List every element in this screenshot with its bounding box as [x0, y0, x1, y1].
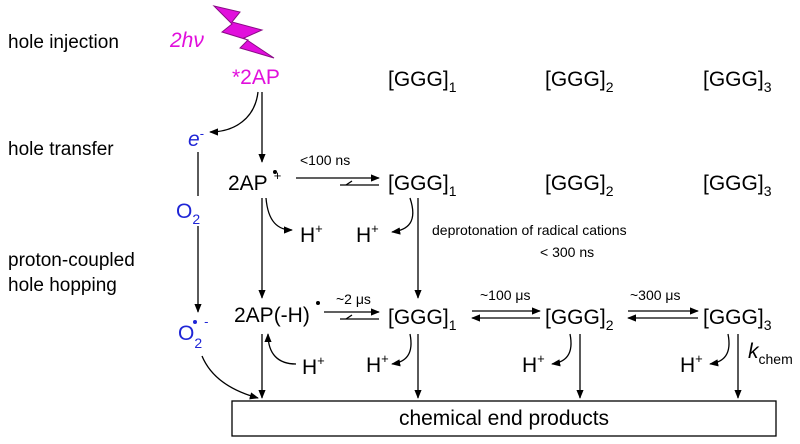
stage-label-hole-transfer: hole transfer: [8, 139, 114, 160]
row3-ggg2-deprotonation-arrow: [551, 333, 572, 367]
lightning-bolt-icon: [212, 5, 275, 59]
superoxide-to-products-arrow: [201, 355, 259, 400]
deprotonation-label-line2: < 300 ns: [540, 244, 594, 260]
electron-release-arrow: [209, 91, 259, 136]
neutral-radical-label: 2AP(-H): [234, 304, 310, 327]
ggg1-deprotonation-arrow: [391, 197, 414, 235]
row3-back-barb-1: [345, 314, 353, 320]
deprotonation-label-line1: deprotonation of radical cations: [432, 222, 627, 238]
row3-ggg2-label: [GGG]2: [545, 306, 614, 333]
oxygen-label: O2: [176, 200, 200, 227]
row1-ggg1-label: [GGG]1: [388, 68, 457, 95]
row3-ggg3-label: [GGG]3: [703, 306, 772, 333]
radical-cation-deprotonation-arrow: [265, 197, 293, 234]
stage-label-pch-line2: hole hopping: [8, 275, 117, 296]
superoxide-label: O2-: [178, 314, 208, 351]
photon-label: 2hν: [169, 29, 204, 52]
row3-ggg1-label: [GGG]1: [388, 306, 457, 333]
row3-proton-a-label: H+: [302, 353, 325, 379]
back-transfer-barb: [345, 180, 353, 186]
row1-ggg3-label: [GGG]3: [703, 68, 772, 95]
excited-2ap-label: *2AP: [232, 66, 280, 89]
row3-proton-b-label: H+: [366, 351, 389, 377]
row3-ggg3-deprotonation-arrow: [709, 333, 730, 367]
rate-300us-label: ~300 μs: [630, 287, 681, 303]
row2-ggg3-label: [GGG]3: [703, 172, 772, 199]
rate-100us-label: ~100 μs: [480, 287, 531, 303]
stage-label-pch-line1: proton-coupled: [8, 250, 135, 271]
rate-fast-label: <100 ns: [300, 152, 350, 168]
row2-ggg1-label: [GGG]1: [388, 172, 457, 199]
superoxide-radical-dot: [193, 320, 197, 324]
k-chem-label: kchem: [748, 340, 793, 367]
row2-ggg2-label: [GGG]2: [545, 172, 614, 199]
stage-label-hole-injection: hole injection: [8, 32, 119, 53]
row2-proton-left-label: H+: [300, 221, 323, 247]
end-products-label: chemical end products: [399, 407, 609, 430]
row1-ggg2-label: [GGG]2: [545, 68, 614, 95]
row3-proton-d-label: H+: [680, 351, 703, 377]
end-products-box: [231, 400, 777, 437]
row3-proton-c-label: H+: [522, 351, 545, 377]
radical-cation-dot: [273, 170, 277, 174]
radical-cation-label: 2AP+: [228, 168, 281, 195]
neutral-radical-dot: [316, 301, 320, 305]
row2-proton-right-label: H+: [356, 221, 379, 247]
neutral-reprotonation-arrow: [264, 333, 297, 365]
row3-ggg1-deprotonation-arrow: [391, 333, 412, 367]
rate-2us-label: ~2 μs: [336, 291, 371, 307]
electron-label: e-: [188, 126, 204, 151]
